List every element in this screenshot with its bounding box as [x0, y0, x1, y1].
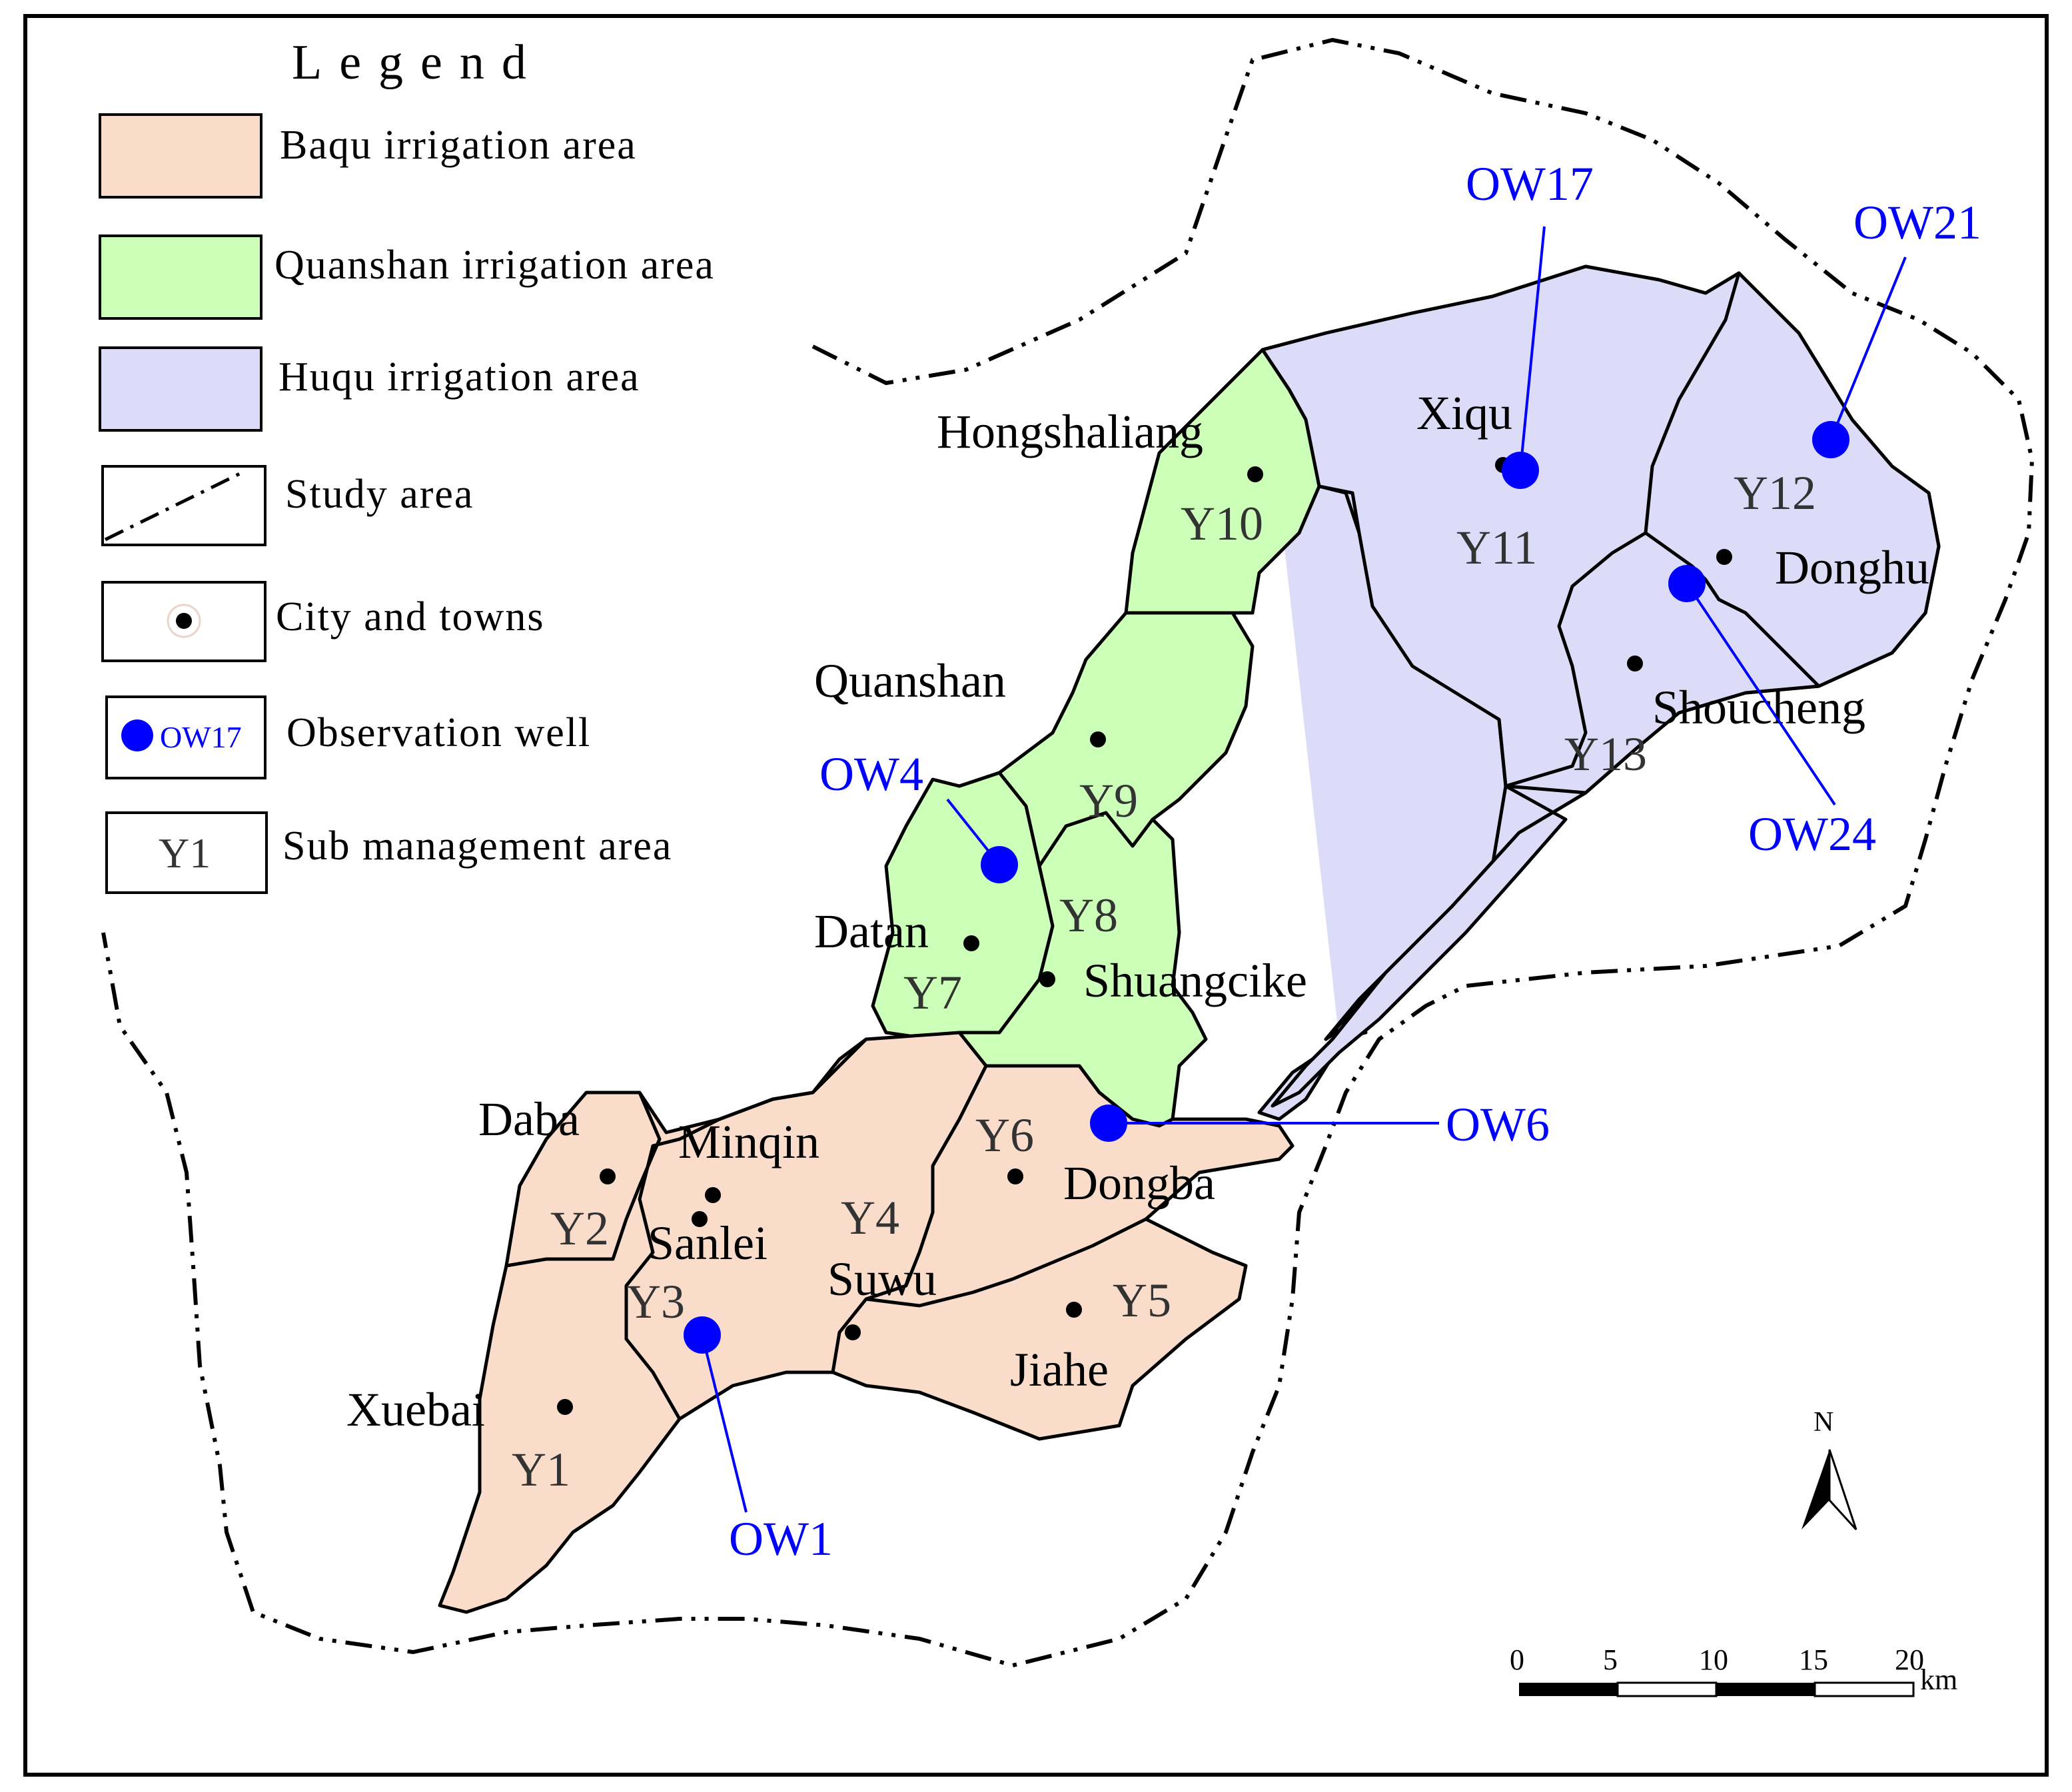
well-icon — [121, 719, 153, 751]
scale-tick-20: 20 — [1895, 1643, 1924, 1676]
sub-area-label-y1: Y1 — [512, 1443, 570, 1496]
town-dot-icon — [845, 1324, 861, 1340]
legend-label-huqu: Huqu irrigation area — [278, 354, 640, 400]
scale-tick-15: 15 — [1799, 1643, 1828, 1676]
town-dot-icon — [1627, 656, 1643, 672]
scale-unit: km — [1920, 1663, 1957, 1696]
well-ow4-icon — [981, 846, 1018, 883]
baqu-irrigation-area — [438, 1031, 1295, 1614]
town-dot-icon — [557, 1399, 573, 1415]
legend-label-towns: City and towns — [276, 594, 544, 640]
sub-area-label-y8: Y8 — [1059, 889, 1118, 942]
legend-swatch-study — [101, 465, 266, 546]
legend-label-baqu: Baqu irrigation area — [280, 123, 637, 168]
town-label-sanlei: Sanlei — [648, 1216, 768, 1270]
town-dot-icon — [176, 613, 192, 629]
sub-area-label-y7: Y7 — [903, 966, 962, 1019]
scale-tick-0: 0 — [1510, 1643, 1524, 1676]
town-dot-icon — [600, 1168, 616, 1184]
well-ow21-icon — [1812, 421, 1849, 458]
study-area-boundary — [101, 37, 2035, 1668]
legend-label-quanshan: Quanshan irrigation area — [274, 242, 715, 288]
sub-area-label-y10: Y10 — [1181, 497, 1263, 550]
town-label-quanshan: Quanshan — [814, 654, 1006, 707]
legend-title: Legend — [292, 35, 544, 90]
town-labels: Hongshaliang Xiqu Donghu Quanshan Shouch… — [346, 386, 1929, 1436]
town-label-datan: Datan — [814, 905, 929, 958]
well-label-ow21: OW21 — [1853, 196, 1981, 249]
town-label-daba: Daba — [478, 1093, 580, 1146]
legend-well-sample: OW17 — [160, 720, 242, 754]
town-dot-icon — [1090, 731, 1106, 747]
north-arrow: N — [1802, 1407, 1857, 1531]
town-dot-icon — [1247, 466, 1263, 482]
map-frame — [23, 14, 2049, 1777]
scale-tick-5: 5 — [1603, 1643, 1618, 1676]
legend-study-line — [104, 471, 243, 542]
sub-area-label-y9: Y9 — [1079, 774, 1138, 827]
town-dot-icon — [692, 1211, 708, 1227]
town-label-dongba: Dongba — [1063, 1156, 1215, 1210]
sub-area-label-y2: Y2 — [550, 1202, 609, 1255]
north-arrow-label: N — [1813, 1407, 1833, 1438]
town-dot-icon — [1716, 549, 1732, 565]
well-label-ow6: OW6 — [1446, 1098, 1550, 1151]
sub-area-label-y6: Y6 — [975, 1109, 1034, 1162]
legend-swatch-huqu — [99, 346, 262, 432]
legend-swatch-baqu — [99, 113, 262, 199]
legend-sub-sample: Y1 — [159, 829, 211, 877]
town-dot-icon — [1066, 1302, 1082, 1318]
town-markers — [557, 457, 1732, 1415]
town-dot-icon — [1039, 971, 1055, 987]
town-label-shuangcike: Shuangcike — [1083, 954, 1307, 1007]
sub-area-labels: Y10 Y11 Y12 Y13 Y9 Y8 Y7 Y6 Y4 Y5 Y2 Y3 … — [512, 466, 1816, 1496]
town-label-jiahe: Jiahe — [1010, 1343, 1109, 1396]
town-dot-icon — [963, 935, 979, 951]
sub-area-label-y12: Y12 — [1734, 466, 1816, 520]
well-label-ow17: OW17 — [1466, 157, 1594, 211]
town-label-hongshaliang: Hongshaliang — [937, 405, 1203, 458]
town-label-minqin: Minqin — [678, 1115, 819, 1168]
legend-label-well: Observation well — [286, 710, 591, 755]
legend-swatch-towns — [101, 581, 266, 662]
town-label-suwu: Suwu — [827, 1252, 937, 1306]
legend-label-study: Study area — [285, 472, 474, 517]
town-label-donghu: Donghu — [1775, 541, 1929, 594]
legend-label-sub: Sub management area — [282, 823, 672, 869]
town-label-xiqu: Xiqu — [1416, 386, 1512, 440]
well-label-ow24: OW24 — [1748, 807, 1876, 861]
sub-area-boundaries — [506, 272, 1820, 1420]
sub-area-label-y4: Y4 — [841, 1191, 899, 1244]
legend: Legend Baqu irrigation area Quanshan irr… — [99, 35, 715, 894]
sub-area-label-y3: Y3 — [626, 1275, 685, 1328]
sub-area-label-y5: Y5 — [1113, 1274, 1171, 1327]
well-ow24-icon — [1668, 565, 1706, 602]
sub-area-label-y13: Y13 — [1564, 727, 1647, 781]
sub-area-label-y11: Y11 — [1456, 521, 1537, 574]
huqu-irrigation-tail — [1271, 784, 1588, 1108]
legend-swatch-sub — [105, 811, 268, 894]
town-dot-icon — [705, 1187, 721, 1203]
scale-bar: 0 5 10 15 20 km — [1510, 1643, 1957, 1697]
well-ow17-icon — [1502, 452, 1539, 489]
well-ow1-icon — [684, 1316, 721, 1354]
town-label-xuebai: Xuebai — [346, 1383, 485, 1436]
town-dot-icon — [1007, 1168, 1023, 1184]
well-label-ow1: OW1 — [729, 1512, 833, 1566]
well-ow6-icon — [1090, 1105, 1127, 1142]
observation-wells: OW17 OW21 OW24 OW4 OW6 OW1 — [684, 157, 1981, 1566]
legend-swatch-quanshan — [99, 234, 262, 320]
north-arrow-icon — [1802, 1450, 1829, 1530]
scale-tick-10: 10 — [1699, 1643, 1728, 1676]
well-label-ow4: OW4 — [819, 747, 923, 801]
